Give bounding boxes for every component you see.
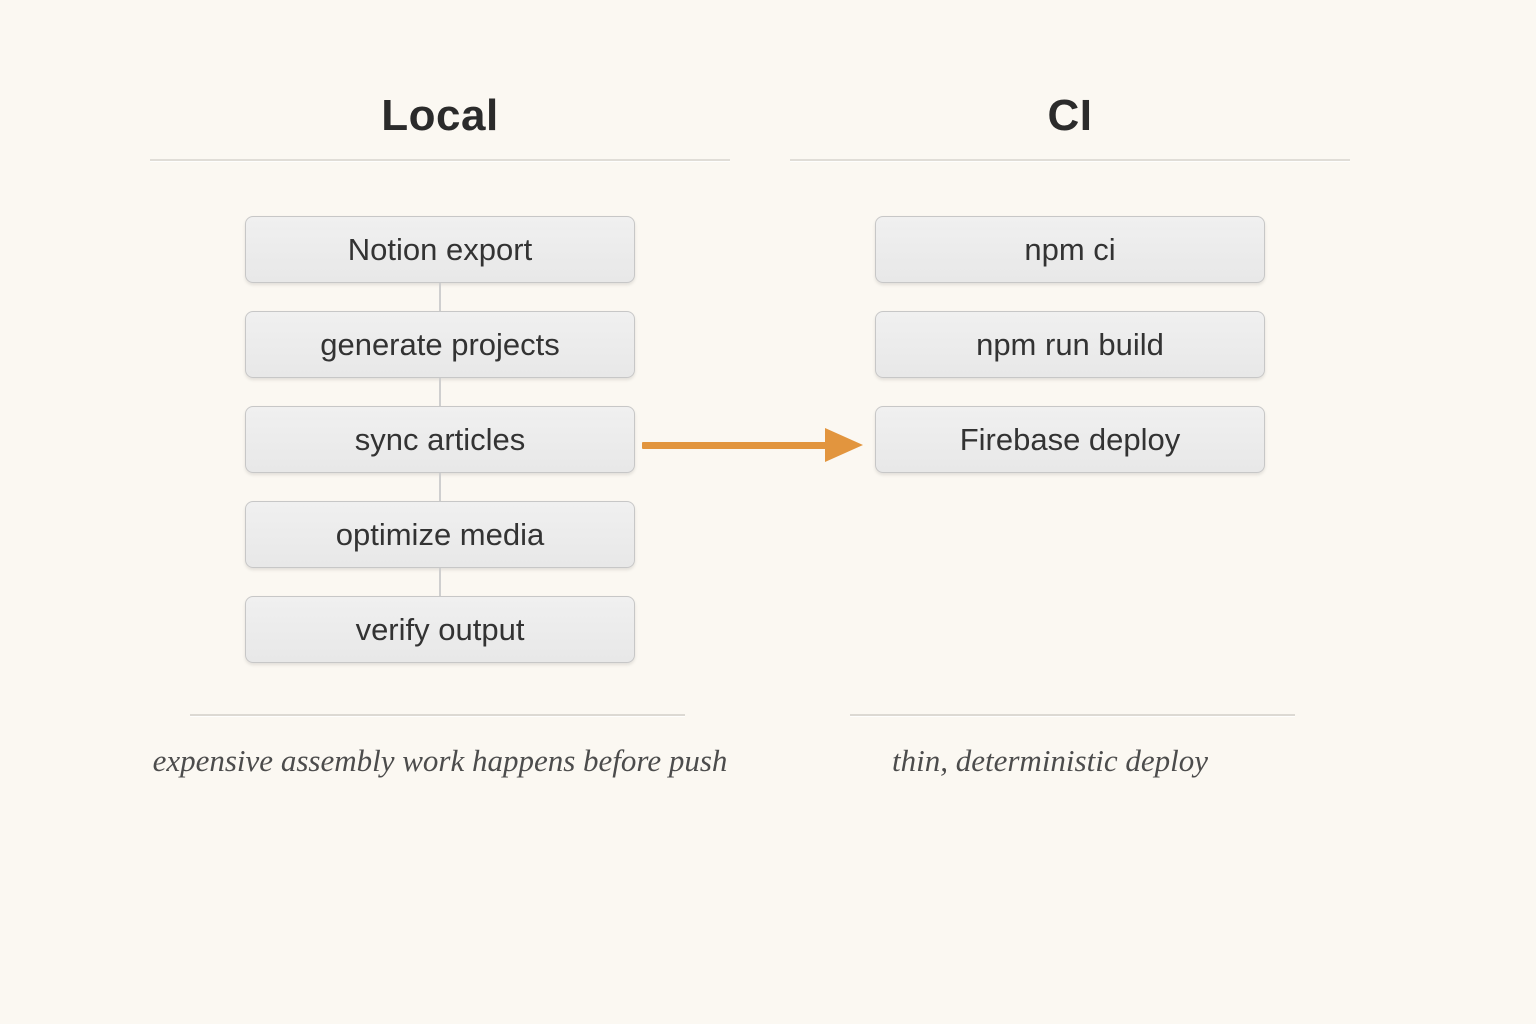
flow-box-firebase-deploy: Firebase deploy bbox=[875, 406, 1265, 473]
local-caption: expensive assembly work happens before p… bbox=[152, 743, 728, 778]
connector-line bbox=[439, 568, 441, 596]
flow-box-notion-export: Notion export bbox=[245, 216, 635, 283]
connector-line bbox=[439, 473, 441, 501]
local-footer-rule bbox=[190, 714, 685, 716]
flow-box-label: npm ci bbox=[1024, 231, 1116, 267]
sync-to-deploy-arrow-head-icon bbox=[825, 428, 863, 462]
connector-line bbox=[439, 283, 441, 311]
sync-to-deploy-arrow-shaft bbox=[642, 442, 826, 449]
flow-box-npm-run-build: npm run build bbox=[875, 311, 1265, 378]
ci-column-title: CI bbox=[1047, 91, 1093, 140]
connector-line bbox=[439, 378, 441, 406]
local-column-title: Local bbox=[381, 91, 499, 140]
flow-box-label: Notion export bbox=[347, 231, 533, 267]
flow-box-label: verify output bbox=[355, 611, 525, 647]
flow-box-label: sync articles bbox=[354, 421, 526, 457]
local-header-rule bbox=[150, 159, 730, 161]
ci-footer-rule bbox=[850, 714, 1295, 716]
flow-box-npm-ci: npm ci bbox=[875, 216, 1265, 283]
flow-box-label: Firebase deploy bbox=[959, 421, 1181, 457]
flow-box-generate-projects: generate projects bbox=[245, 311, 635, 378]
flow-box-sync-articles: sync articles bbox=[245, 406, 635, 473]
flow-box-label: npm run build bbox=[976, 326, 1164, 362]
ci-header-rule bbox=[790, 159, 1350, 161]
flow-box-label: optimize media bbox=[335, 516, 545, 552]
flow-box-optimize-media: optimize media bbox=[245, 501, 635, 568]
ci-caption: thin, deterministic deploy bbox=[892, 743, 1208, 778]
flow-box-verify-output: verify output bbox=[245, 596, 635, 663]
flow-box-label: generate projects bbox=[320, 326, 560, 362]
